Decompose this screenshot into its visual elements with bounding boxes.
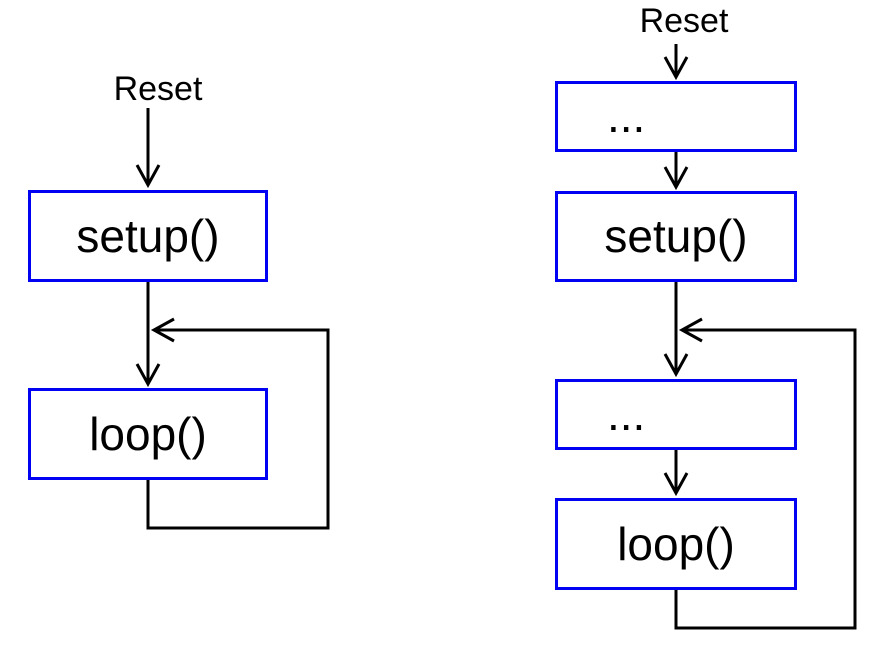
left-setup-box: setup() (28, 190, 268, 282)
right-setup-box: setup() (555, 191, 797, 282)
right-ellipsis-box-1-label: ... (607, 90, 646, 143)
right-loop-box-label: loop() (617, 517, 735, 570)
right-ellipsis-box-1: ... (555, 81, 797, 152)
left-loop-box-label: loop() (89, 407, 207, 460)
right-ellipsis-box-2-label: ... (607, 388, 646, 441)
right-loop-box: loop() (555, 498, 797, 590)
left-loop-box: loop() (28, 388, 268, 480)
left-reset-label: Reset (113, 70, 203, 108)
right-ellipsis-box-2: ... (555, 379, 797, 450)
left-setup-box-label: setup() (76, 209, 220, 262)
left-loop-feedback-arrow (146, 317, 330, 530)
right-setup-box-label: setup() (604, 210, 748, 263)
right-reset-label: Reset (639, 2, 729, 40)
right-loop-feedback-arrow (674, 317, 857, 630)
